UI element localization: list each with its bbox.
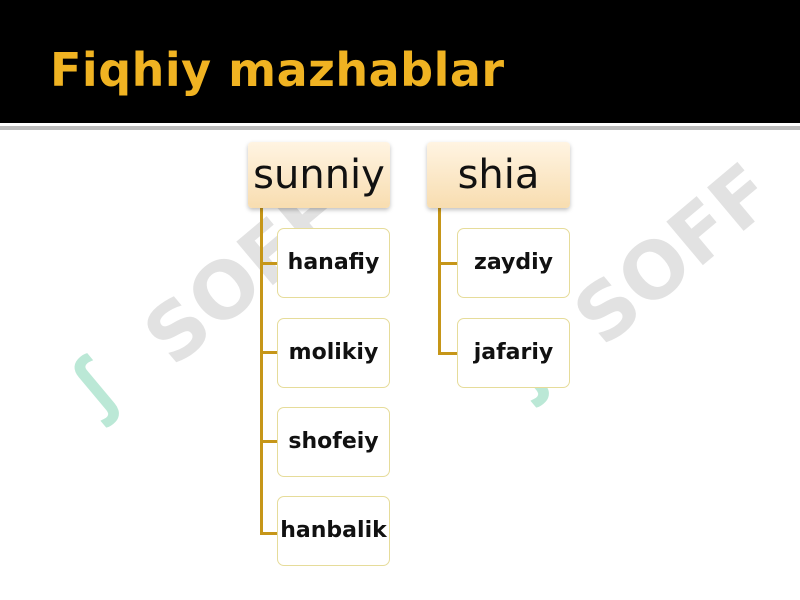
header-divider [0, 126, 800, 130]
watermark-text: SOFF [557, 146, 792, 364]
child-node-zaydiy: zaydiy [457, 228, 570, 298]
child-node-hanbalik: hanbalik [277, 496, 390, 566]
child-node-molikiy: molikiy [277, 318, 390, 388]
child-node-shofeiy: shofeiy [277, 407, 390, 477]
root-node-shia: shia [427, 142, 570, 208]
connector-line [260, 532, 277, 535]
connector-line [260, 262, 277, 265]
watermark-logo-icon: ꭍ [52, 343, 145, 445]
root-node-sunniy: sunniy [248, 142, 390, 208]
connector-line [260, 351, 277, 354]
connector-line [438, 352, 457, 355]
child-node-hanafiy: hanafiy [277, 228, 390, 298]
connector-line [438, 208, 441, 355]
connector-line [260, 208, 263, 535]
slide-title: Fiqhiy mazhablar [50, 43, 505, 97]
slide-header: Fiqhiy mazhablar [0, 0, 800, 123]
connector-line [260, 440, 277, 443]
connector-line [438, 262, 457, 265]
child-node-jafariy: jafariy [457, 318, 570, 388]
